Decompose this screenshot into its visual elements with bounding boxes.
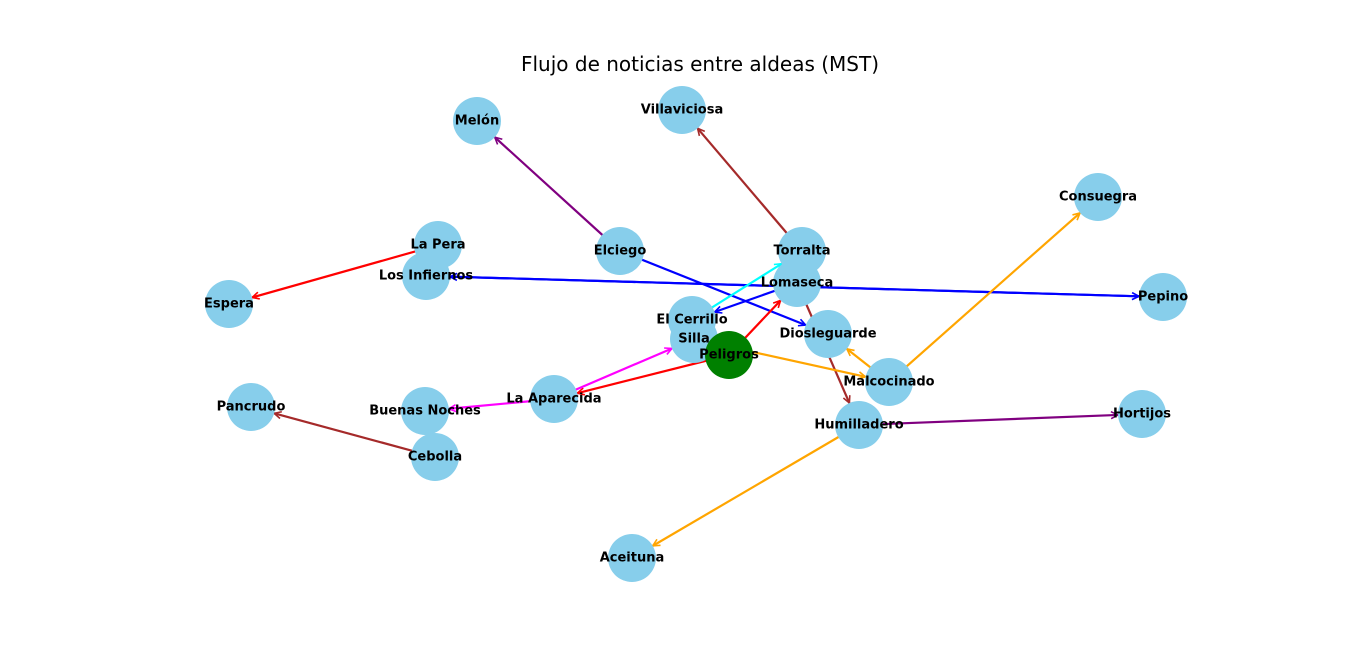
edge-arrowhead (272, 410, 282, 420)
edge-peligros-la-aparecida (575, 353, 730, 396)
node-la-aparecida (530, 375, 578, 423)
node-label-el-cerrillo: El Cerrillo (656, 313, 727, 328)
node-aceituna (608, 534, 656, 582)
node-label-los-infiernos: Los Infiernos (379, 269, 474, 284)
node-buenas-noches (401, 387, 449, 435)
node-diosleguarde (804, 310, 852, 358)
node-label-peligros: Peligros (699, 348, 759, 363)
edge-arrowhead (447, 403, 457, 413)
node-pepino (1139, 273, 1187, 321)
node-label-la-aparecida: La Aparecida (506, 392, 601, 407)
edge-arrowhead (712, 305, 723, 314)
node-label-la-pera: La Pera (410, 238, 465, 253)
node-lomaseca (773, 259, 821, 307)
node-peligros (705, 331, 753, 379)
edge-torralta-villaviciosa (696, 126, 803, 252)
node-los-infiernos (402, 252, 450, 300)
node-label-pancrudo: Pancrudo (217, 400, 286, 415)
node-label-malcocinado: Malcocinado (843, 375, 934, 390)
edge-cebolla-pancrudo (272, 410, 436, 459)
node-cebolla (411, 433, 459, 481)
edge-arrowhead (493, 135, 503, 145)
node-label-villaviciosa: Villaviciosa (641, 103, 724, 118)
edge-arrowhead (575, 387, 586, 396)
edge-elciego-diosleguarde (619, 249, 808, 327)
edge-elciego-melon (493, 135, 621, 252)
graph-title: Flujo de noticias entre aldeas (MST) (521, 52, 879, 76)
nodes-layer (205, 86, 1187, 582)
edge-malcocinado-consuegra (888, 211, 1082, 383)
node-hortijos (1118, 390, 1166, 438)
edge-arrowhead (664, 347, 674, 355)
node-label-pepino: Pepino (1138, 290, 1188, 305)
node-label-lomaseca: Lomaseca (761, 276, 834, 291)
edge-arrowhead (857, 371, 868, 380)
node-melon (453, 97, 501, 145)
node-label-torralta: Torralta (773, 244, 830, 259)
node-label-aceituna: Aceituna (600, 551, 665, 566)
node-label-buenas-noches: Buenas Noches (369, 404, 481, 419)
node-label-elciego: Elciego (594, 244, 647, 259)
edge-arrowhead (696, 126, 706, 137)
node-label-hortijos: Hortijos (1113, 407, 1171, 422)
edge-arrowhead (651, 538, 661, 547)
node-label-humilladero: Humilladero (814, 418, 903, 433)
node-malcocinado (865, 358, 913, 406)
node-consuegra (1074, 173, 1122, 221)
node-espera (205, 280, 253, 328)
node-label-diosleguarde: Diosleguarde (779, 327, 876, 342)
edge-humilladero-aceituna (651, 424, 860, 547)
node-label-melon: Melón (455, 114, 499, 129)
node-label-silla: Silla (678, 332, 710, 347)
node-villaviciosa (658, 86, 706, 134)
node-label-consuegra: Consuegra (1059, 190, 1137, 205)
node-pancrudo (227, 383, 275, 431)
node-label-cebolla: Cebolla (408, 450, 462, 465)
node-label-espera: Espera (204, 297, 254, 312)
edge-arrowhead (797, 318, 808, 327)
node-humilladero (835, 401, 883, 449)
node-elciego (596, 227, 644, 275)
